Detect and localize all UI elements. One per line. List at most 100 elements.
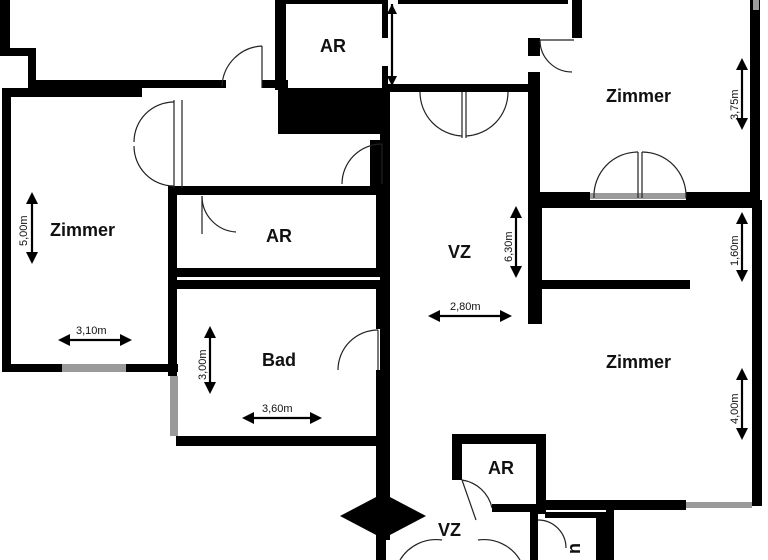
room-label-zimmer-bottom-right: Zimmer — [606, 352, 671, 372]
door-swing — [641, 151, 687, 199]
door-swing — [341, 143, 383, 185]
room-label-ar-bottom: AR — [488, 458, 514, 478]
wall — [614, 500, 686, 510]
door-swing — [133, 145, 175, 187]
wall — [2, 88, 142, 97]
windows — [62, 0, 759, 508]
entrance-arrows — [340, 496, 426, 536]
room-label-bad: Bad — [262, 350, 296, 370]
entrance-arrow-left — [340, 496, 378, 536]
wall — [168, 186, 177, 376]
room-labels: AR Zimmer Zimmer AR VZ Bad Zimmer AR VZ … — [50, 36, 671, 554]
arrow-head — [310, 412, 322, 424]
arrow-head — [736, 58, 748, 70]
wall — [176, 186, 386, 195]
door-swing — [461, 479, 493, 509]
dimension-vz-width: 2,80m — [450, 301, 481, 313]
wall — [540, 280, 690, 289]
wall — [376, 446, 386, 560]
wall — [492, 504, 536, 512]
wall — [686, 192, 760, 200]
arrow-head — [500, 310, 512, 322]
arrow-head — [736, 368, 748, 380]
wall — [536, 434, 546, 514]
door — [461, 479, 477, 521]
arrow-head — [736, 270, 748, 282]
room-label-vz-main: VZ — [448, 242, 471, 262]
arrow-head — [736, 118, 748, 130]
wall — [540, 192, 590, 200]
arrow-head — [736, 428, 748, 440]
wall — [546, 500, 606, 510]
arrow-head — [510, 206, 522, 218]
wall — [382, 66, 388, 92]
wall — [386, 84, 534, 92]
wall — [752, 200, 762, 506]
wall — [530, 504, 538, 560]
wall — [36, 80, 226, 88]
arrow-head — [242, 412, 254, 424]
arrow-head — [736, 212, 748, 224]
wall — [278, 88, 388, 134]
arrow-head — [204, 326, 216, 338]
door-swing — [419, 91, 463, 137]
dimension-zimmer-left-width: 3,10m — [76, 325, 107, 337]
dimension-bad-height: 3,00m — [197, 349, 209, 380]
wall — [2, 88, 11, 372]
wall — [275, 0, 385, 4]
door-swing — [537, 519, 567, 549]
sliding-door-arrow — [387, 4, 397, 14]
dimension-zimmer-left-height: 5,00m — [18, 215, 30, 246]
window — [686, 502, 752, 508]
wall — [28, 48, 36, 88]
wall — [176, 436, 390, 446]
wall — [545, 512, 600, 518]
arrow-head — [204, 382, 216, 394]
wall — [572, 0, 582, 38]
wall — [398, 0, 568, 4]
arrow-head — [26, 252, 38, 264]
arrow-head — [26, 192, 38, 204]
door-swing — [399, 538, 443, 560]
wall — [376, 370, 386, 440]
arrow-head — [120, 334, 132, 346]
wall — [376, 289, 386, 329]
dimension-zimmer-bottom-right-height: 4,00m — [729, 393, 741, 424]
wall — [2, 364, 62, 372]
sliding-door-arrow — [387, 76, 397, 86]
dimension-zimmer-bottom-right-upper: 1,60m — [729, 235, 741, 266]
wall — [176, 268, 386, 277]
door-swing — [539, 39, 573, 73]
wall — [275, 0, 286, 90]
wall — [0, 48, 36, 56]
dimension-bad-width: 3,60m — [262, 403, 293, 415]
room-label-ar-middle: AR — [266, 226, 292, 246]
wall — [540, 200, 760, 208]
wall — [528, 198, 542, 324]
wall — [452, 434, 462, 480]
room-label-partial-bottom: n — [564, 543, 584, 554]
wall — [126, 364, 178, 372]
door-swing — [477, 538, 521, 560]
window — [170, 376, 178, 436]
wall — [176, 280, 386, 289]
wall — [528, 38, 540, 56]
arrow-head — [510, 266, 522, 278]
wall — [606, 500, 614, 560]
door-swing — [593, 151, 639, 199]
entrance-arrow-right — [388, 496, 426, 536]
door-swing — [465, 91, 509, 137]
window — [753, 0, 759, 10]
door-swing — [337, 329, 379, 371]
door-swing — [133, 101, 175, 143]
window — [62, 364, 126, 372]
dimension-vz-height: 6,30m — [503, 231, 515, 262]
dimension-labels: 3,75m 5,00m 3,10m 6,30m 2,80m 3,00m 3,60… — [18, 89, 741, 424]
wall — [452, 434, 546, 444]
doors — [133, 4, 687, 560]
door-swing — [221, 45, 263, 87]
wall — [382, 0, 388, 38]
room-label-zimmer-left: Zimmer — [50, 220, 115, 240]
